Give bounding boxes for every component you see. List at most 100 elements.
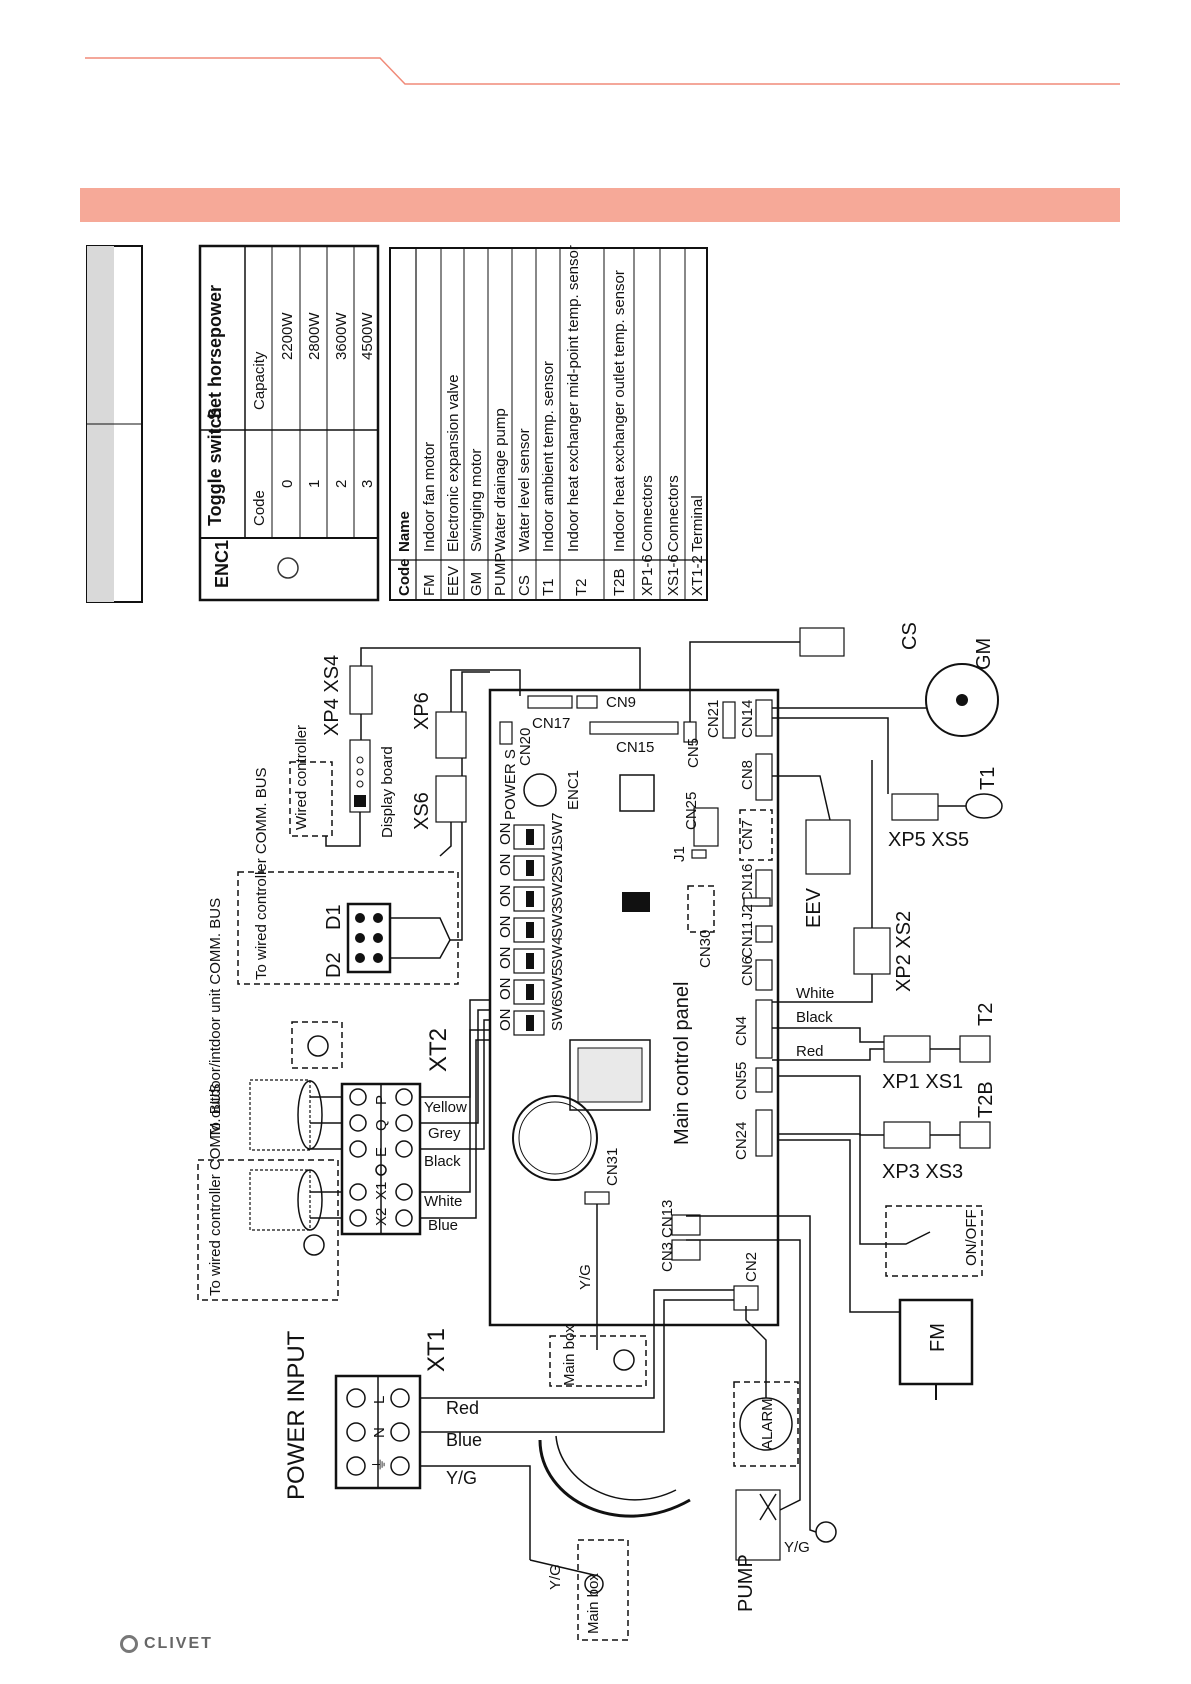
cn7-connector [739,809,773,861]
legend-name-t2: Indoor heat exchanger mid-point temp. se… [565,245,582,552]
xt1-wire-yg: Y/G [446,1468,477,1488]
cn15-connector [589,721,679,735]
legend-code-cs: CS [516,575,533,596]
wired-bus-cable [249,1169,342,1231]
legend-code-fm: FM [421,574,438,596]
cn6-label: CN6 [739,956,756,986]
xp2xs2-label: XP2 XS2 [893,911,915,992]
brand-name: CLIVET [144,1635,213,1652]
t2b-label: T2B [975,1081,997,1118]
legend-header-name: Name [396,511,413,552]
ground-icon [307,1035,329,1057]
main-box-ground-2 [577,1539,629,1641]
clamp-bracket [538,1439,691,1518]
gm-motor [925,663,999,737]
enc1-cap-0: 2200W [279,312,296,360]
cn5-label: CN5 [685,738,702,768]
legend-name-fm: Indoor fan motor [421,442,438,552]
fm-label: FM [927,1323,949,1352]
xt2-wire-yellow: Yellow [424,1099,467,1116]
cn6-connector [755,959,773,991]
d1-label: D1 [323,904,345,930]
xt2-label: XT2 [425,1028,452,1072]
t2b-sensor [959,1121,991,1149]
xp3-connector [883,1121,931,1149]
cn31-connector [584,1191,610,1205]
on-label-4: ON [497,947,514,970]
wired-controller-bus-box [237,871,459,985]
legend-name-pump: Water drainage pump [492,408,509,552]
enc1-code-2: 2 [333,480,350,488]
xt2-wire-grey: Grey [428,1125,461,1142]
transformer [569,1039,651,1111]
legend-code-xt: XT1-2 [689,555,706,596]
legend-name-gm: Swinging motor [468,449,485,552]
cn9-connector [576,695,598,709]
cn14-connector [755,699,773,737]
legend-code-pump: PUMP [492,553,509,596]
legend-code-t1: T1 [540,578,557,596]
eev-valve [805,819,851,875]
cn7-label: CN7 [739,820,756,850]
to-wired-bus-label-2: To wired controller COMM. BUS [253,767,270,980]
ground-icon-3 [613,1349,635,1371]
j1-jumper [691,849,707,859]
xt2-term-x1: X1 [373,1182,390,1200]
xt2-term-p: P [373,1095,390,1105]
enc1-cap-3: 4500W [359,312,376,360]
xp5xs5-label: XP5 XS5 [888,829,969,851]
cn4-label: CN4 [733,1016,750,1046]
to-outdoor-bus-label: To outdoor/intdoor unit COMM. BUS [207,898,224,1138]
legend-name-cs: Water level sensor [516,428,533,552]
xt1-term-ground: ⏚ [371,1457,388,1472]
legend-name-t2b: Indoor heat exchanger outlet temp. senso… [611,270,628,552]
t1-sensor [965,793,1003,819]
t2-label: T2 [975,1003,997,1026]
cn13-label: CN13 [659,1200,676,1238]
side-table [86,245,143,603]
enc1-dial [523,773,557,807]
enc1-board-label: ENC1 [565,770,582,810]
brand-mark-icon [120,1635,138,1653]
cn2-label: CN2 [743,1252,760,1282]
xs6-label: XS6 [411,792,433,830]
xp6-connector [435,711,467,759]
cn11-label: CN11 [739,921,756,958]
legend-name-t1: Indoor ambient temp. sensor [540,361,557,552]
on-label-1: ON [497,854,514,877]
cn55-label: CN55 [733,1062,750,1100]
cn20-connector [499,721,513,745]
cs-sensor [799,627,845,657]
cn17-label: CN17 [532,715,570,732]
j2-label: J2 [739,904,756,920]
on-label-3: ON [497,916,514,939]
t1-label: T1 [977,767,999,790]
on-label-6: ON [497,1009,514,1032]
legend-code-gm: GM [468,572,485,596]
dip-switch-bank [513,824,545,1036]
cn8-label: CN8 [739,760,756,790]
legend-header-code: Code [396,559,413,597]
sw4-label: SW4 [549,936,566,969]
cn25-label: CN25 [683,792,700,830]
enc1-cap-2: 3600W [333,312,350,360]
legend-code-eev: EEV [445,566,462,596]
main-box-label: Main box [561,1325,578,1386]
cn11-connector [755,925,773,943]
onoff-switch-box [885,1205,983,1277]
display-board-label: Display board [379,746,396,838]
chip-small [622,892,650,912]
pump-body [735,1489,781,1561]
enc1-code-3: 3 [359,480,376,488]
cn3-connector [671,1239,701,1261]
cn17-connector [527,695,573,709]
on-label-2: ON [497,885,514,908]
xp2-connector [853,927,891,975]
xt2-wire-white: White [424,1193,462,1210]
cn30-label: CN30 [697,930,714,968]
legend-name-eev: Electronic expansion valve [445,374,462,552]
power-s-label: POWER S [502,749,519,820]
xp1xs1-label: XP1 XS1 [882,1071,963,1093]
legend-name-xp: Connectors [639,475,656,552]
